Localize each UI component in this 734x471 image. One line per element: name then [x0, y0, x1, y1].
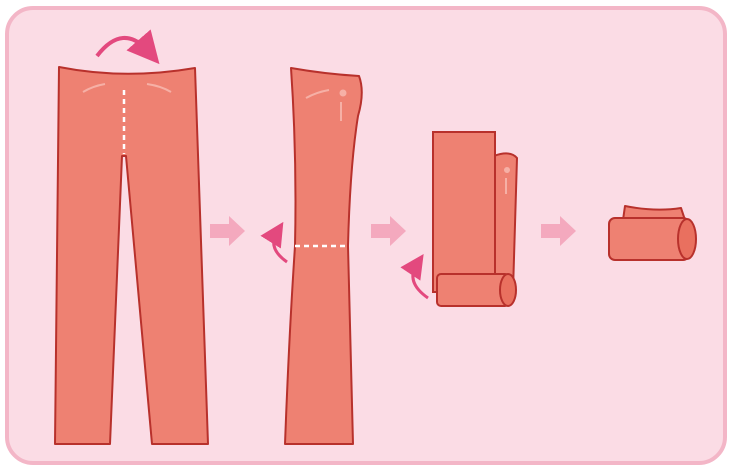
folded-panel — [433, 132, 495, 292]
button-detail — [504, 167, 510, 173]
button-detail — [340, 90, 347, 97]
folding-diagram — [5, 6, 727, 465]
instruction-panel — [5, 6, 727, 465]
roll-end — [678, 219, 696, 259]
roll-end — [500, 274, 516, 306]
roll-body — [437, 274, 509, 306]
